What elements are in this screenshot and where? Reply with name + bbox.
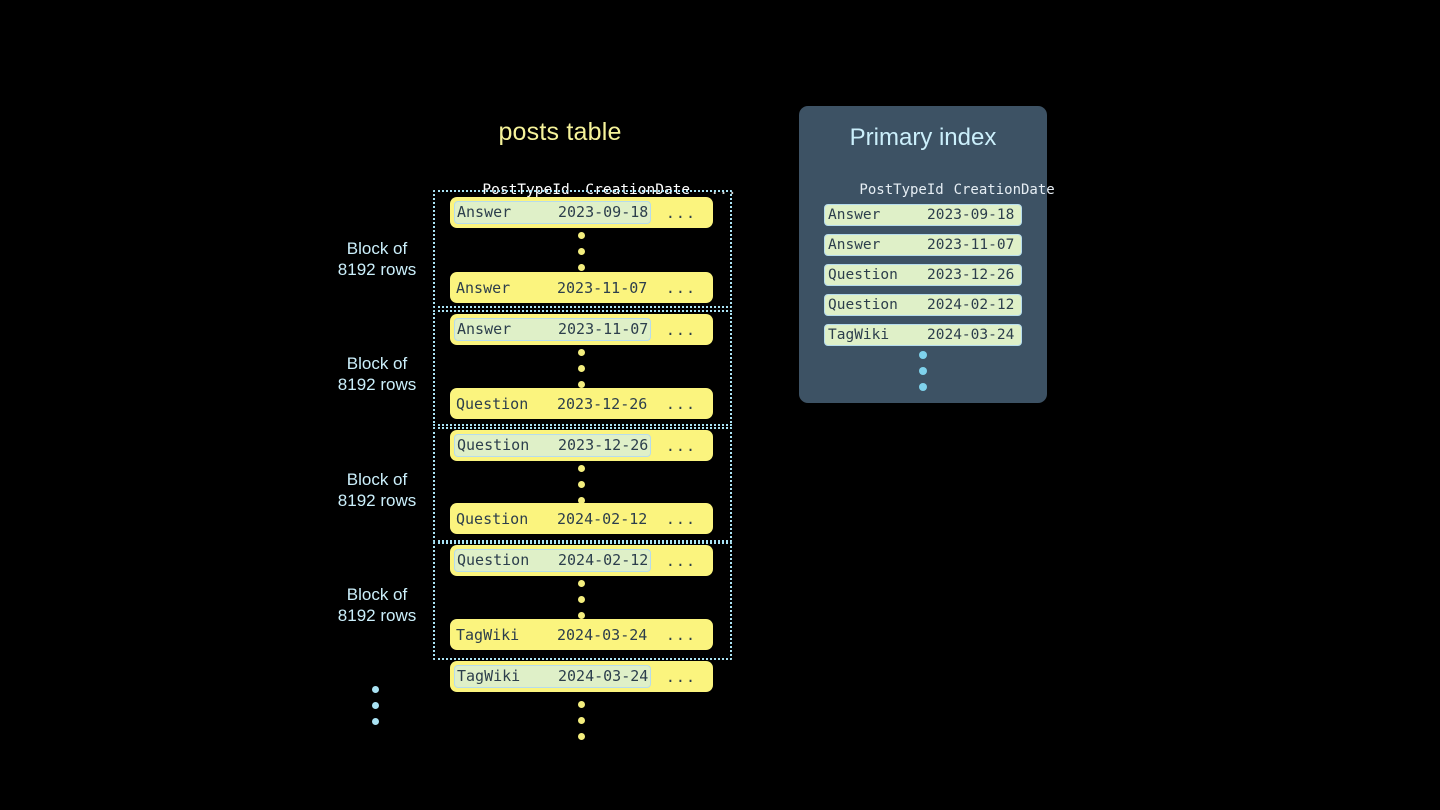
- cell-ellipsis: ...: [665, 203, 696, 222]
- table-row[interactable]: Question 2024-02-12 ...: [450, 545, 713, 576]
- cell-posttypeid: TagWiki: [457, 667, 521, 685]
- cell-creationdate: 2023-11-07: [558, 320, 649, 338]
- row-key-pill: TagWiki 2024-03-24: [454, 665, 652, 688]
- column-header-creationdate: CreationDate: [953, 182, 1055, 198]
- cell-creationdate: 2023-09-18: [927, 207, 1015, 223]
- primary-index-title: Primary index: [849, 124, 997, 151]
- block-frame: [433, 190, 732, 308]
- primary-index-rows: Answer 2023-09-18 Answer 2023-11-07 Questi…: [824, 204, 1022, 354]
- block-label-line1: Block of: [346, 239, 408, 258]
- cell-posttypeid: Answer: [456, 278, 511, 297]
- cell-creationdate: 2024-02-12: [557, 509, 648, 528]
- cell-creationdate: 2024-03-24: [557, 625, 648, 644]
- block-label-line1: Block of: [346, 585, 408, 604]
- block-frame: [433, 310, 732, 426]
- cell-creationdate: 2024-03-24: [558, 667, 649, 685]
- row-key-pill: Question 2023-12-26: [454, 434, 652, 457]
- primary-index-column-headers: PostTypeId CreationDate: [799, 166, 1054, 214]
- page-title: posts table: [498, 118, 622, 146]
- table-row[interactable]: Answer 2023-11-07 ...: [450, 314, 713, 345]
- cell-creationdate: 2023-11-07: [557, 278, 648, 297]
- block-label: Block of 8192 rows: [322, 353, 432, 395]
- cell-posttypeid: Question: [456, 509, 529, 528]
- cell-creationdate: 2023-12-26: [558, 436, 649, 454]
- cell-ellipsis: ...: [665, 436, 696, 455]
- table-row[interactable]: Answer 2023-09-18 ...: [450, 197, 713, 228]
- list-item[interactable]: TagWiki 2024-03-24: [824, 324, 1022, 346]
- cell-posttypeid: Question: [457, 436, 530, 454]
- cell-creationdate: 2023-11-07: [927, 237, 1015, 253]
- row-key-plain: Answer 2023-11-07: [456, 279, 647, 297]
- row-key-pill: Question 2024-02-12: [454, 549, 652, 572]
- cell-creationdate: 2024-03-24: [927, 327, 1015, 343]
- row-key-pill: Answer 2023-09-18: [454, 201, 652, 224]
- row-key-pill: Answer 2023-11-07: [454, 318, 652, 341]
- cell-posttypeid: TagWiki: [828, 327, 890, 343]
- cell-ellipsis: ...: [665, 509, 696, 528]
- cell-ellipsis: ...: [665, 320, 696, 339]
- table-row[interactable]: Answer 2023-11-07 ...: [450, 272, 713, 303]
- block-label: Block of 8192 rows: [322, 584, 432, 626]
- cell-creationdate: 2024-02-12: [927, 297, 1015, 313]
- cell-posttypeid: Question: [828, 297, 898, 313]
- block-label-line2: 8192 rows: [337, 606, 417, 625]
- cell-posttypeid: TagWiki: [456, 625, 520, 644]
- cell-creationdate: 2023-12-26: [927, 267, 1015, 283]
- row-ellipsis-dots: [578, 465, 586, 513]
- cell-posttypeid: Question: [456, 394, 529, 413]
- row-key-plain: Question 2024-02-12: [456, 510, 647, 528]
- row-ellipsis-dots: [578, 232, 586, 280]
- cell-ellipsis: ...: [665, 625, 696, 644]
- list-item[interactable]: Question 2024-02-12: [824, 294, 1022, 316]
- cell-ellipsis: ...: [665, 394, 696, 413]
- cell-posttypeid: Answer: [457, 203, 512, 221]
- cell-ellipsis: ...: [665, 278, 696, 297]
- cell-creationdate: 2023-12-26: [557, 394, 648, 413]
- list-item[interactable]: Answer 2023-11-07: [824, 234, 1022, 256]
- cell-ellipsis: ...: [665, 551, 696, 570]
- cell-posttypeid: Answer: [828, 207, 881, 223]
- column-header-posttypeid: PostTypeId: [859, 182, 944, 198]
- table-row[interactable]: Question 2023-12-26 ...: [450, 430, 713, 461]
- table-row[interactable]: Question 2024-02-12 ...: [450, 503, 713, 534]
- table-ellipsis-dots: [578, 701, 586, 749]
- row-key-plain: Question 2023-12-26: [456, 395, 647, 413]
- block-label-line2: 8192 rows: [337, 491, 417, 510]
- cell-ellipsis: ...: [665, 667, 696, 686]
- list-item[interactable]: Answer 2023-09-18: [824, 204, 1022, 226]
- cell-creationdate: 2024-02-12: [558, 551, 649, 569]
- block-label-line2: 8192 rows: [337, 260, 417, 279]
- cell-posttypeid: Question: [828, 267, 898, 283]
- block-label-line1: Block of: [346, 470, 408, 489]
- block-label: Block of 8192 rows: [322, 238, 432, 280]
- cell-posttypeid: Answer: [457, 320, 512, 338]
- primary-index-panel: Primary index PostTypeId CreationDate Ans…: [799, 106, 1055, 403]
- block-label-line2: 8192 rows: [337, 375, 417, 394]
- row-ellipsis-dots: [578, 349, 586, 397]
- blocks-ellipsis-dots: [372, 686, 380, 734]
- table-row[interactable]: TagWiki 2024-03-24 ...: [450, 619, 713, 650]
- primary-index-ellipsis-dots: [799, 351, 1047, 399]
- row-key-plain: TagWiki 2024-03-24: [456, 626, 647, 644]
- block-frame: [433, 542, 732, 660]
- block-label: Block of 8192 rows: [322, 469, 432, 511]
- block-label-line1: Block of: [346, 354, 408, 373]
- row-ellipsis-dots: [578, 580, 586, 628]
- cell-posttypeid: Question: [457, 551, 530, 569]
- cell-creationdate: 2023-09-18: [558, 203, 649, 221]
- block-frame: [433, 427, 732, 542]
- cell-posttypeid: Answer: [828, 237, 881, 253]
- table-row[interactable]: Question 2023-12-26 ...: [450, 388, 713, 419]
- table-row[interactable]: TagWiki 2024-03-24 ...: [450, 661, 713, 692]
- list-item[interactable]: Question 2023-12-26: [824, 264, 1022, 286]
